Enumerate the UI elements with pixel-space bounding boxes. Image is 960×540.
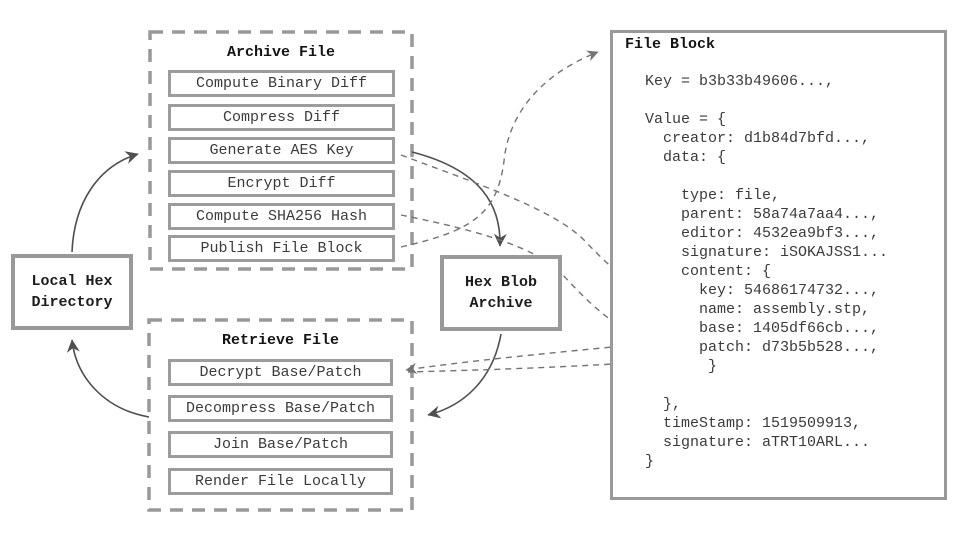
arrow-base-field-to-decrypt (405, 338, 699, 375)
file-block-body: Key = b3b33b49606..., Value = { creator:… (645, 73, 889, 470)
retrieve-group-border (147, 318, 414, 512)
arrow-retrieve-file-to-local-directory (66, 339, 150, 418)
file-block-title: File Block (625, 36, 716, 53)
step-compute-sha256-hash: Compute SHA256 Hash (168, 203, 395, 230)
step-render-file-locally: Render File Locally (168, 468, 393, 495)
step-join-base-patch: Join Base/Patch (168, 431, 393, 458)
arrow-archive-file-to-hex-blob-archive (411, 151, 507, 247)
file-block-node (610, 30, 947, 500)
step-publish-file-block: Publish File Block (168, 235, 395, 262)
step-decompress-base-patch: Decompress Base/Patch (168, 395, 393, 422)
archive-group-border (148, 30, 414, 271)
hex-blob-archive-node: Hex Blob Archive (440, 255, 562, 331)
local-hex-directory-node: Local Hex Directory (11, 254, 133, 330)
step-compute-binary-diff: Compute Binary Diff (168, 70, 395, 97)
step-compress-diff: Compress Diff (168, 104, 395, 131)
archive-file-group-title: Archive File (226, 44, 336, 61)
arrow-publish-to-file-block (400, 50, 599, 248)
step-generate-aes-key: Generate AES Key (168, 137, 395, 164)
arrow-local-directory-to-archive-file (71, 151, 139, 253)
step-encrypt-diff: Encrypt Diff (168, 170, 395, 197)
arrow-hex-blob-archive-to-retrieve-file (427, 333, 502, 419)
retrieve-file-group-title: Retrieve File (221, 332, 340, 349)
arrow-patch-field-to-decrypt (407, 357, 699, 373)
step-decrypt-base-patch: Decrypt Base/Patch (168, 359, 393, 386)
